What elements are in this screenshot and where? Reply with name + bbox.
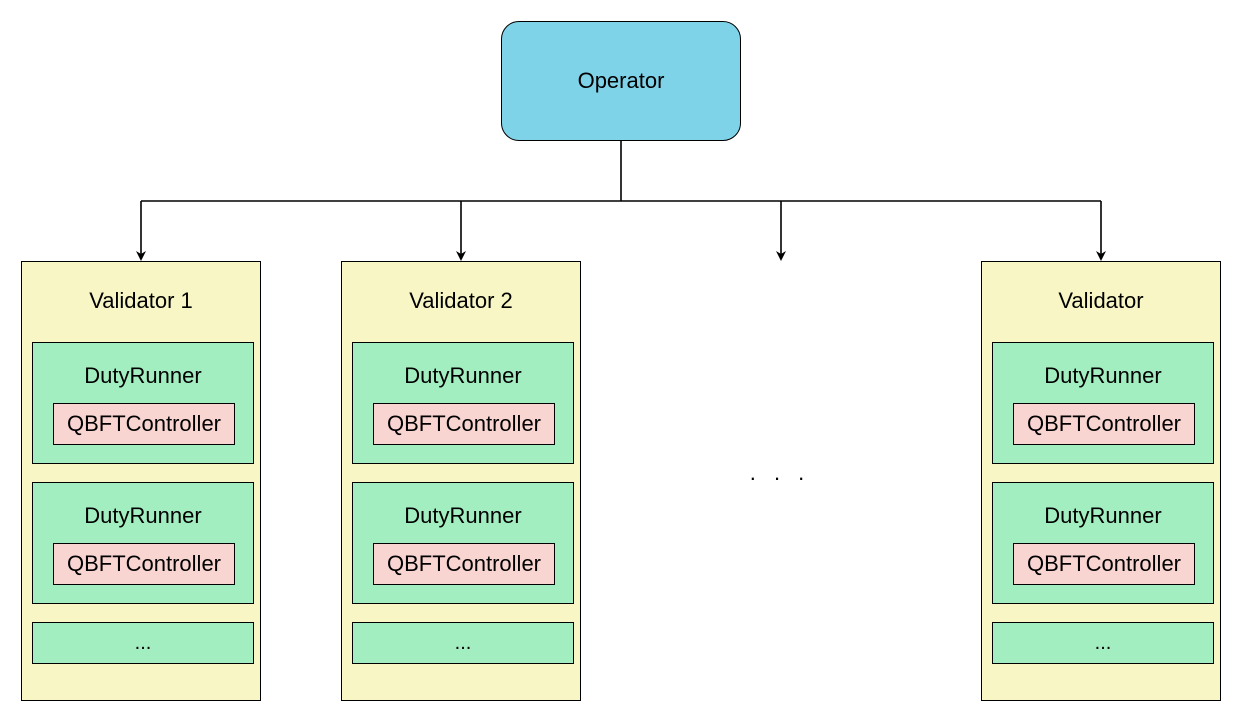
validator-node-1: Validator 1 DutyRunner QBFTController Du… [21, 261, 261, 701]
validator-node-n: Validator DutyRunner QBFTController Duty… [981, 261, 1221, 701]
qbft-controller-node: QBFTController [1013, 543, 1195, 585]
duty-runner-label: DutyRunner [84, 503, 202, 528]
validator-title: Validator 2 [409, 288, 513, 313]
more-runners-node: ... [32, 622, 254, 664]
validator-title: Validator 1 [89, 288, 193, 313]
duty-runner-label: DutyRunner [1044, 503, 1162, 528]
operator-label: Operator [577, 68, 665, 93]
duty-runner-label: DutyRunner [1044, 363, 1162, 388]
qbft-controller-node: QBFTController [53, 543, 235, 585]
operator-node: Operator [501, 21, 741, 141]
more-runners-node: ... [992, 622, 1214, 664]
qbft-controller-node: QBFTController [373, 543, 555, 585]
more-runners-node: ... [352, 622, 574, 664]
duty-runner-node: DutyRunner QBFTController [992, 342, 1214, 464]
duty-runner-label: DutyRunner [404, 363, 522, 388]
duty-runner-node: DutyRunner QBFTController [32, 482, 254, 604]
validator-title: Validator [1058, 288, 1144, 313]
duty-runner-node: DutyRunner QBFTController [352, 482, 574, 604]
duty-runner-label: DutyRunner [404, 503, 522, 528]
duty-runner-node: DutyRunner QBFTController [32, 342, 254, 464]
qbft-controller-node: QBFTController [1013, 403, 1195, 445]
validator-node-2: Validator 2 DutyRunner QBFTController Du… [341, 261, 581, 701]
duty-runner-node: DutyRunner QBFTController [992, 482, 1214, 604]
duty-runner-node: DutyRunner QBFTController [352, 342, 574, 464]
qbft-controller-node: QBFTController [53, 403, 235, 445]
duty-runner-label: DutyRunner [84, 363, 202, 388]
more-validators-ellipsis: . . . [749, 460, 811, 485]
qbft-controller-node: QBFTController [373, 403, 555, 445]
